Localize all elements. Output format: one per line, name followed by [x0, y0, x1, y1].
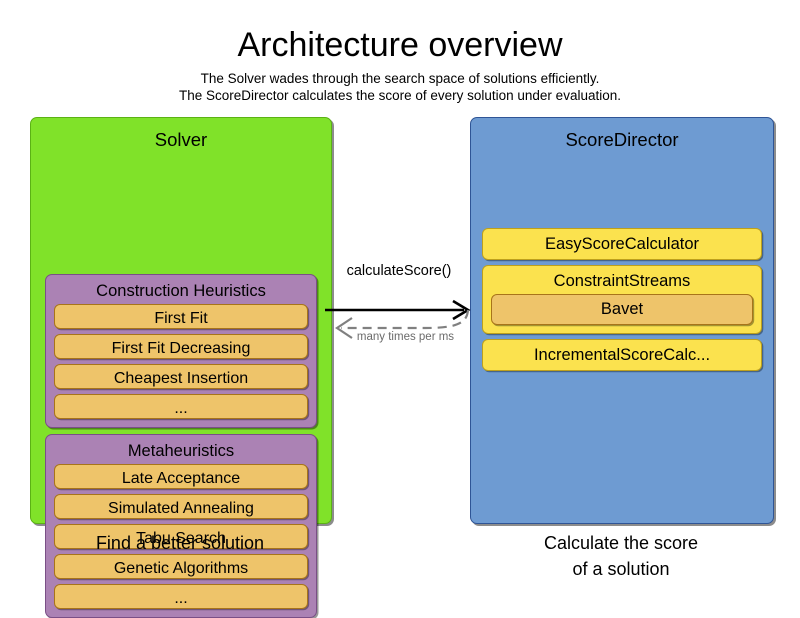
scoredirector-caption: Calculate the score of a solution: [470, 530, 772, 582]
diagram-header: Architecture overview The Solver wades t…: [0, 24, 800, 104]
leaf-simulated-annealing[interactable]: Simulated Annealing: [54, 494, 308, 519]
group-construction-heuristics[interactable]: Construction Heuristics First Fit First …: [45, 274, 317, 428]
page-title: Architecture overview: [237, 26, 563, 64]
subtitle-line-1: The Solver wades through the search spac…: [200, 71, 600, 86]
calculator-incremental-score-calculator[interactable]: IncrementalScoreCalc...: [482, 339, 762, 371]
arrow-return-icon: [335, 309, 470, 339]
leaf-metaheuristics-more[interactable]: ...: [54, 584, 308, 609]
leaf-first-fit[interactable]: First Fit: [54, 304, 308, 329]
arrow-group: calculateScore() many times per ms: [325, 262, 480, 352]
group-items-construction-heuristics: First Fit First Fit Decreasing Cheapest …: [46, 304, 316, 427]
scoredirector-panel-title: ScoreDirector: [565, 129, 679, 150]
page-subtitle: The Solver wades through the search spac…: [0, 70, 800, 104]
calculator-label-incremental-score-calculator: IncrementalScoreCalc...: [533, 346, 711, 364]
solver-caption: Find a better solution: [95, 533, 265, 553]
leaf-cheapest-insertion[interactable]: Cheapest Insertion: [54, 364, 308, 389]
calculator-label-constraint-streams: ConstraintStreams: [553, 272, 691, 290]
leaf-construction-heuristics-more[interactable]: ...: [54, 394, 308, 419]
group-title-metaheuristics: Metaheuristics: [127, 442, 235, 460]
solver-panel[interactable]: Solver Construction Heuristics First Fit…: [30, 117, 332, 618]
nested-wrap-bavet: Bavet: [483, 291, 761, 328]
group-metaheuristics[interactable]: Metaheuristics Late Acceptance Simulated…: [45, 434, 317, 618]
solver-panel-title: Solver: [154, 129, 208, 150]
subtitle-line-2: The ScoreDirector calculates the score o…: [179, 88, 621, 103]
arrow-label-many-times-per-ms: many times per ms: [356, 331, 455, 343]
leaf-first-fit-decreasing[interactable]: First Fit Decreasing: [54, 334, 308, 359]
arrow-label-calculate-score: calculateScore(): [346, 263, 452, 279]
calculator-list: EasyScoreCalculator ConstraintStreams Ba…: [482, 228, 762, 371]
leaf-genetic-algorithms[interactable]: Genetic Algorithms: [54, 554, 308, 579]
leaf-late-acceptance[interactable]: Late Acceptance: [54, 464, 308, 489]
scoredirector-caption-line-1: Calculate the score: [543, 533, 699, 553]
calculator-label-easy-score-calculator: EasyScoreCalculator: [544, 235, 700, 253]
calculator-nested-bavet[interactable]: Bavet: [491, 294, 753, 325]
group-items-metaheuristics: Late Acceptance Simulated Annealing Tabu…: [46, 464, 316, 617]
scoredirector-panel[interactable]: ScoreDirector EasyScoreCalculator Constr…: [470, 117, 774, 524]
arrow-call-icon: [325, 299, 471, 321]
arrow-svg: [325, 299, 471, 339]
calculator-easy-score-calculator[interactable]: EasyScoreCalculator: [482, 228, 762, 260]
scoredirector-caption-line-2: of a solution: [572, 559, 670, 579]
leaf-tabu-search[interactable]: Tabu Search: [54, 524, 308, 549]
calculator-constraint-streams[interactable]: ConstraintStreams Bavet: [482, 265, 762, 334]
group-title-construction-heuristics: Construction Heuristics: [96, 282, 266, 300]
